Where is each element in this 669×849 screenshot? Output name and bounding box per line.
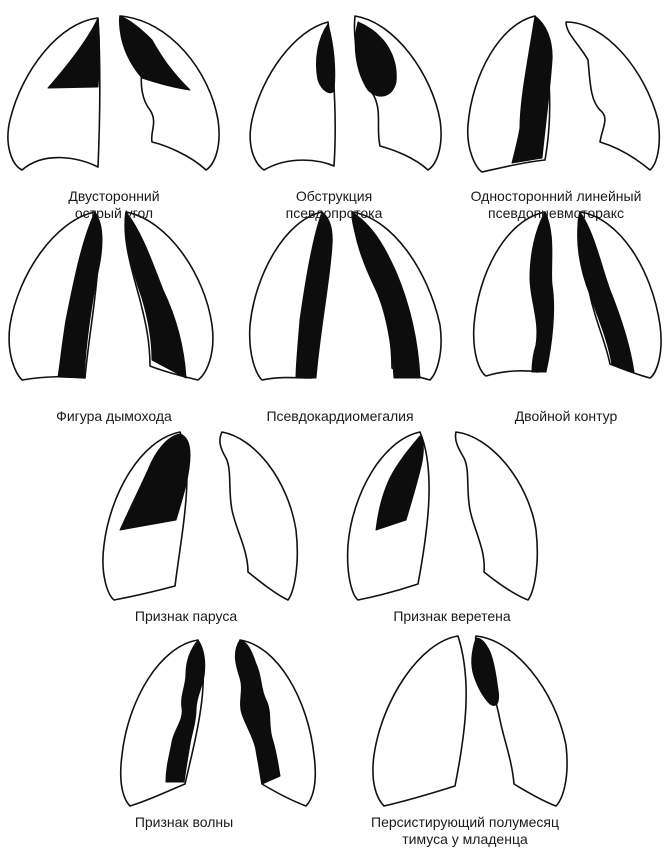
caption-line: Признак паруса: [96, 608, 276, 625]
caption-line: псевдопневмоторакс: [446, 205, 666, 222]
panel-sail-sign: [103, 432, 297, 600]
caption-wave-sign: Признак волны: [94, 814, 274, 831]
caption-spindle-sign: Признак веретена: [362, 608, 542, 625]
panel-chimney-figure: [9, 212, 213, 380]
left-lung-outline: [566, 22, 659, 170]
caption-line: Признак веретена: [362, 608, 542, 625]
panel-spindle-sign: [348, 432, 538, 600]
caption-line: тимуса у младенца: [330, 831, 600, 848]
caption-line: Двойной контур: [476, 408, 656, 425]
caption-line: Фигура дымохода: [14, 408, 214, 425]
panel-thymic-crescent: [373, 636, 567, 806]
left-lung-outline: [455, 432, 537, 600]
panel-bilateral-acute-angle: [8, 16, 219, 170]
caption-line: Обструкция: [244, 188, 424, 205]
caption-pseudo-duct-obstruction: Обструкция псевдопротока: [244, 188, 424, 222]
right-lung-outline: [373, 636, 466, 806]
caption-unilateral-pseudopneumothorax: Односторонний линейный псевдопневмоторак…: [446, 188, 666, 222]
caption-line: острый угол: [14, 205, 214, 222]
panel-wave-sign: [121, 640, 316, 806]
panel-pseudocardiomegaly: [250, 212, 441, 380]
panel-double-contour: [474, 212, 661, 378]
caption-chimney-figure: Фигура дымохода: [14, 408, 214, 425]
caption-pseudocardiomegaly: Псевдокардиомегалия: [232, 408, 448, 425]
caption-sail-sign: Признак паруса: [96, 608, 276, 625]
left-lung-outline: [220, 432, 297, 600]
caption-line: Двусторонний: [14, 188, 214, 205]
caption-double-contour: Двойной контур: [476, 408, 656, 425]
caption-line: псевдопротока: [244, 205, 424, 222]
caption-line: Односторонний линейный: [446, 188, 666, 205]
caption-thymic-crescent: Персистирующий полумесяц тимуса у младен…: [330, 814, 600, 848]
panel-unilateral-pseudopneumothorax: [468, 16, 660, 172]
caption-line: Признак волны: [94, 814, 274, 831]
caption-bilateral-acute-angle: Двусторонний острый угол: [14, 188, 214, 222]
caption-line: Псевдокардиомегалия: [232, 408, 448, 425]
panel-pseudo-duct-obstruction: [250, 16, 441, 170]
caption-line: Персистирующий полумесяц: [330, 814, 600, 831]
